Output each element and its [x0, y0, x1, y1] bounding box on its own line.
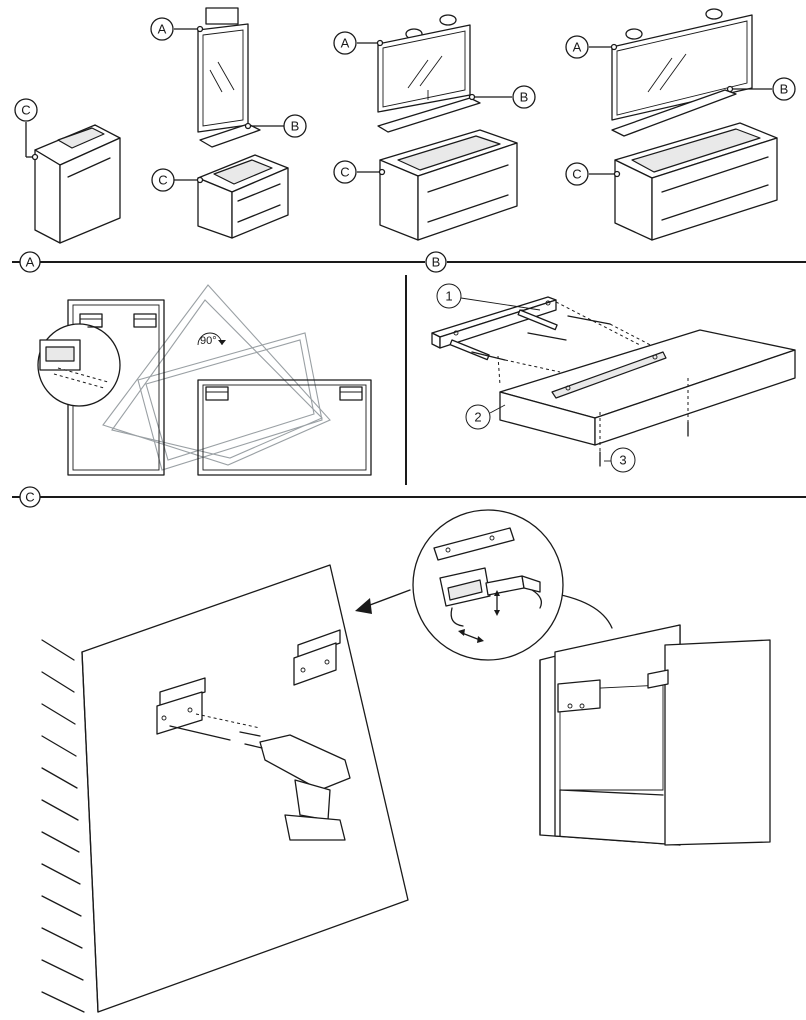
variant-1-cabinet: C — [14, 98, 121, 244]
svg-text:B: B — [432, 255, 441, 270]
callout-shelf-variant-4: B — [726, 77, 796, 101]
svg-text:A: A — [341, 36, 350, 51]
svg-text:B: B — [780, 82, 789, 97]
section-b-shelf-assembly: 1 2 3 — [431, 283, 796, 473]
svg-text:A: A — [26, 255, 35, 270]
callout-shelf-variant-2: B — [244, 114, 307, 138]
variant-4-widest-mirror: A B C — [565, 8, 796, 241]
svg-text:1: 1 — [445, 289, 452, 304]
svg-text:C: C — [25, 490, 34, 505]
callout-mirror-variant-4: A — [565, 35, 618, 59]
svg-text:B: B — [520, 90, 529, 105]
svg-text:3: 3 — [619, 453, 626, 468]
svg-text:2: 2 — [474, 410, 481, 425]
wall-hatching — [41, 639, 85, 1013]
svg-text:C: C — [21, 103, 30, 118]
drill-icon — [244, 734, 351, 841]
part-number-shelf: 2 — [465, 404, 506, 430]
callout-mirror-variant-3: A — [333, 31, 384, 55]
section-label-c: C — [19, 486, 41, 508]
part-number-screw: 3 — [604, 447, 636, 473]
callout-cabinet-variant-4: C — [565, 162, 621, 186]
svg-text:C: C — [340, 165, 349, 180]
svg-text:C: C — [158, 173, 167, 188]
callout-cabinet-variant-2: C — [151, 168, 204, 192]
rotation-label: 90° — [197, 332, 226, 347]
section-a-mirror-rotation: 90° — [37, 284, 372, 476]
svg-text:90°: 90° — [200, 335, 217, 347]
callout-cabinet-variant-1: C — [14, 98, 39, 161]
callout-mirror-variant-2: A — [150, 17, 204, 41]
section-label-b: B — [425, 251, 447, 273]
svg-text:C: C — [572, 167, 581, 182]
section-label-a: A — [19, 251, 41, 273]
callout-shelf-variant-3: B — [468, 85, 536, 109]
section-c-wall-mounting — [41, 509, 771, 1013]
svg-text:B: B — [291, 119, 300, 134]
callout-cabinet-variant-3: C — [333, 160, 386, 184]
variant-2-tall-mirror: A B C — [150, 7, 307, 239]
svg-text:A: A — [158, 22, 167, 37]
variant-3-wide-mirror: A B C — [333, 14, 536, 241]
svg-text:A: A — [573, 40, 582, 55]
part-number-rail: 1 — [436, 283, 541, 311]
